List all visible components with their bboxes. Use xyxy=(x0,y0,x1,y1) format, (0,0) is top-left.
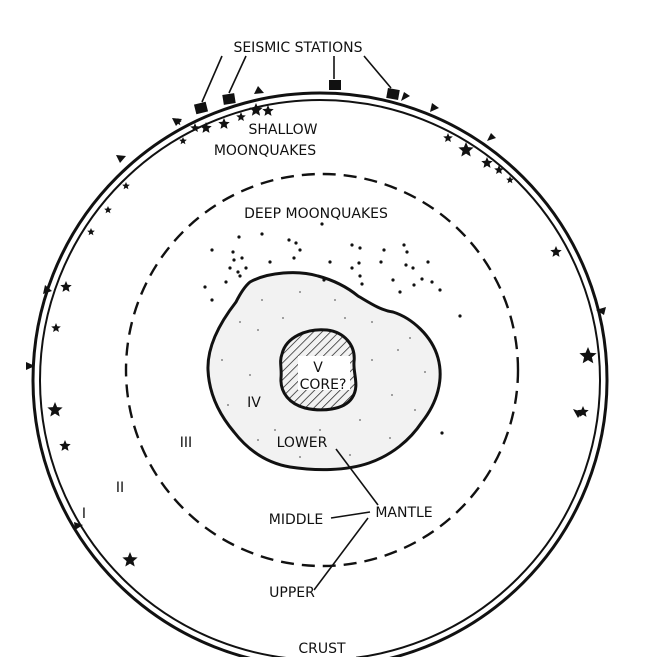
shallow-moonquakes-label-2: MOONQUAKES xyxy=(214,143,316,159)
moon-surface-circle xyxy=(31,91,609,662)
seismic-station-1 xyxy=(193,101,209,115)
core-label-backdrop xyxy=(298,356,350,390)
shallow-moonquake-star xyxy=(179,137,187,145)
shallow-moonquake-star xyxy=(443,133,453,142)
shallow-moonquake-star xyxy=(122,552,138,567)
lower-mantle-stipple xyxy=(221,291,426,458)
shallow-moonquake-star xyxy=(236,112,246,121)
shallow-moonquake-star xyxy=(122,182,130,190)
seismic-station-4 xyxy=(386,88,400,100)
middle-mantle-label: MIDDLE xyxy=(269,512,323,528)
shallow-moonquake-star xyxy=(249,103,263,116)
shallow-moonquake-star xyxy=(577,406,589,417)
seismic-stations-label: SEISMIC STATIONS xyxy=(233,40,362,56)
surface-impact-markers xyxy=(26,86,606,530)
shallow-moonquake-star xyxy=(579,347,597,364)
shallow-moonquake-star xyxy=(190,123,200,132)
shallow-moonquake-star xyxy=(104,206,112,214)
shallow-moonquake-star xyxy=(47,402,63,417)
shallow-moonquake-star xyxy=(59,440,71,451)
shallow-moonquakes-label-1: SHALLOW xyxy=(249,122,318,138)
mantle-leader-lines xyxy=(313,448,379,591)
mantle-label: MANTLE xyxy=(375,505,432,521)
zone-i-label: I xyxy=(82,506,86,522)
shallow-moonquake-star xyxy=(481,157,493,168)
shallow-moonquake-star xyxy=(174,118,182,126)
shallow-moonquake-star xyxy=(262,105,274,116)
deep-moonquake-dots xyxy=(203,222,462,435)
impact-marker xyxy=(74,522,83,530)
impact-marker xyxy=(26,362,35,370)
impact-marker xyxy=(596,307,606,315)
crust-label: CRUST xyxy=(298,641,346,657)
shallow-moonquake-star xyxy=(200,122,212,133)
impact-marker xyxy=(254,86,264,94)
zone-iv-label: IV xyxy=(247,395,261,411)
station-leader-lines xyxy=(201,55,392,103)
upper-mantle-label: UPPER xyxy=(269,585,315,601)
shallow-moonquake-star xyxy=(51,323,61,332)
shallow-moonquake-star xyxy=(550,246,562,257)
seismic-station-2 xyxy=(222,93,236,105)
core-label: CORE? xyxy=(300,377,347,393)
crust-label-backdrop xyxy=(290,638,356,657)
shallow-moonquake-star xyxy=(60,281,72,292)
impact-marker xyxy=(430,103,439,112)
shallow-moonquake-star xyxy=(494,165,504,174)
impact-marker xyxy=(43,285,52,294)
impact-marker xyxy=(116,155,126,163)
lower-mantle-label: LOWER xyxy=(277,435,328,451)
zone-iii-label: III xyxy=(180,435,192,451)
core-zone-label: V xyxy=(313,360,323,376)
seismic-station-3 xyxy=(329,80,341,90)
impact-marker xyxy=(487,133,496,141)
shallow-moonquake-star xyxy=(458,142,474,157)
seismic-stations xyxy=(193,80,400,115)
zone-ii-label: II xyxy=(116,480,124,496)
shallow-moonquake-star xyxy=(506,176,514,184)
shallow-moonquake-star xyxy=(87,228,95,236)
impact-marker xyxy=(401,92,410,101)
shallow-moonquake-star xyxy=(218,118,230,129)
deep-moonquakes-label: DEEP MOONQUAKES xyxy=(244,206,388,222)
shallow-moonquake-stars xyxy=(47,103,597,567)
middle-mantle-boundary xyxy=(124,172,520,568)
